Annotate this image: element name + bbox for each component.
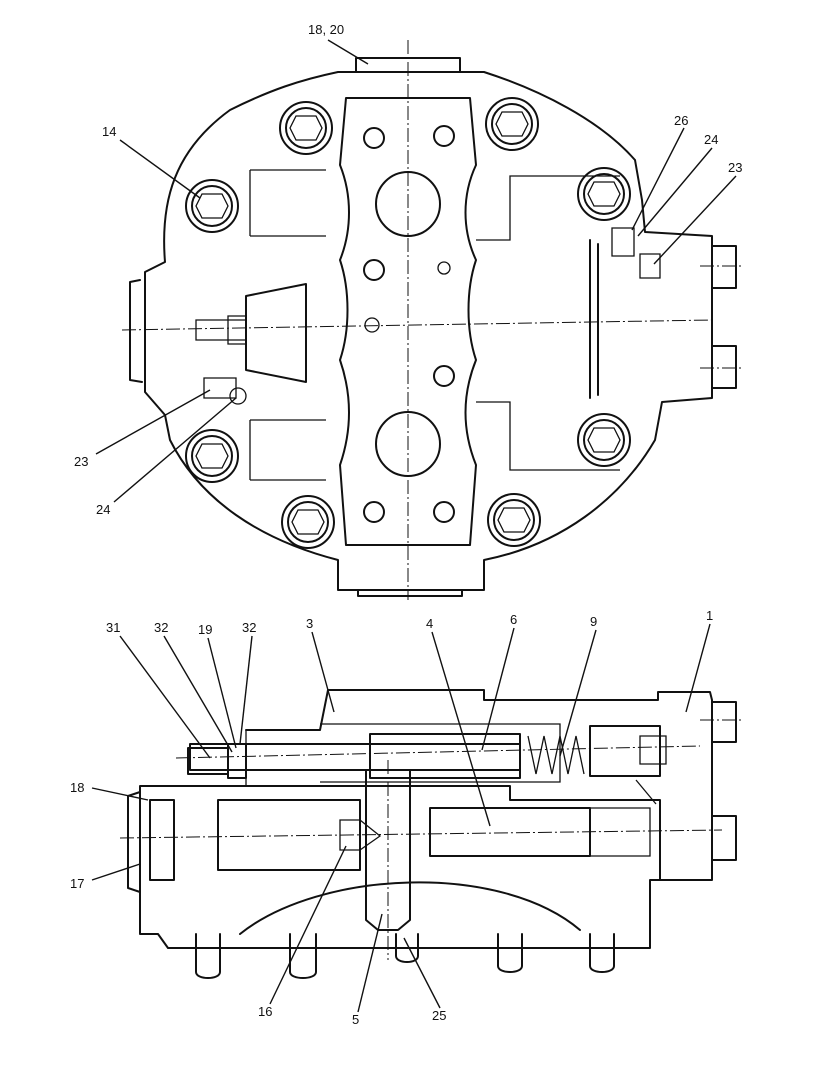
side-left-flange — [149, 799, 175, 881]
label-32-left: 32 — [154, 620, 168, 635]
side-leaders — [91, 623, 711, 1013]
top-housing-outline — [144, 71, 713, 591]
bolt-top-left-1 — [279, 101, 333, 155]
right-port-2 — [711, 345, 737, 389]
side-feet — [195, 933, 615, 979]
side-spring — [527, 735, 585, 775]
bolt-top-right-1 — [485, 97, 539, 151]
side-centerline-main — [119, 829, 723, 839]
bolt-right-lower — [577, 413, 631, 467]
side-piston — [217, 799, 361, 871]
side-right-port-2 — [711, 815, 737, 861]
side-valve-body — [369, 733, 521, 779]
bolt-bottom-left — [281, 495, 335, 549]
label-14: 14 — [102, 124, 116, 139]
side-piston-tip — [339, 819, 382, 851]
label-18-20: 18, 20 — [308, 22, 344, 37]
label-31: 31 — [106, 620, 120, 635]
side-diagonal-vent — [635, 779, 657, 805]
plug-left-24 — [229, 387, 247, 405]
side-swash-arc — [239, 881, 581, 935]
left-block — [129, 279, 143, 383]
side-left-cap — [127, 791, 141, 893]
side-check-valve — [589, 725, 661, 777]
plug-small-23 — [639, 253, 661, 279]
top-leaders — [95, 39, 737, 503]
side-spool-end — [590, 807, 651, 857]
right-step-upper — [476, 175, 620, 241]
label-23-left: 23 — [74, 454, 88, 469]
bottom-tab — [357, 589, 463, 597]
label-17: 17 — [70, 876, 84, 891]
top-centerline-horizontal — [121, 319, 713, 331]
side-valve-passage — [320, 723, 561, 783]
label-9: 9 — [590, 614, 597, 629]
left-rod — [195, 319, 247, 341]
label-25: 25 — [432, 1008, 446, 1023]
bolt-bottom-right — [487, 493, 541, 547]
side-view: 31 32 19 32 3 4 6 9 1 18 17 16 5 25 — [70, 608, 744, 1027]
label-23-right: 23 — [728, 160, 742, 175]
right-step-lower — [476, 401, 620, 471]
right-port-1 — [711, 245, 737, 289]
side-check-plug — [639, 735, 667, 765]
top-bolts — [185, 97, 631, 549]
bolt-14 — [185, 179, 239, 233]
label-5: 5 — [352, 1012, 359, 1027]
label-19: 19 — [198, 622, 212, 637]
label-24-left: 24 — [96, 502, 110, 517]
label-3: 3 — [306, 616, 313, 631]
bolt-right-upper — [577, 167, 631, 221]
label-18: 18 — [70, 780, 84, 795]
label-24-right: 24 — [704, 132, 718, 147]
side-main-body — [139, 785, 661, 949]
label-16: 16 — [258, 1004, 272, 1019]
side-upper-housing — [245, 689, 713, 881]
plug-small-26 — [611, 227, 635, 257]
bolt-left-lower — [185, 429, 239, 483]
top-view: 18, 20 14 26 24 23 23 24 — [74, 22, 744, 600]
plate-holes — [363, 125, 455, 523]
label-6: 6 — [510, 612, 517, 627]
central-plate — [339, 97, 477, 546]
right-block — [589, 239, 599, 399]
left-pocket — [249, 169, 326, 237]
side-valve-rod — [189, 743, 521, 771]
label-1: 1 — [706, 608, 713, 623]
label-32-right: 32 — [242, 620, 256, 635]
left-rod-nut — [227, 315, 247, 345]
plug-left-23 — [203, 377, 237, 399]
left-pocket-lower — [249, 419, 326, 481]
label-4: 4 — [426, 616, 433, 631]
side-centerline-upper — [175, 745, 701, 759]
label-26: 26 — [674, 113, 688, 128]
side-right-port-1 — [711, 701, 737, 743]
left-cone-housing — [245, 283, 307, 383]
